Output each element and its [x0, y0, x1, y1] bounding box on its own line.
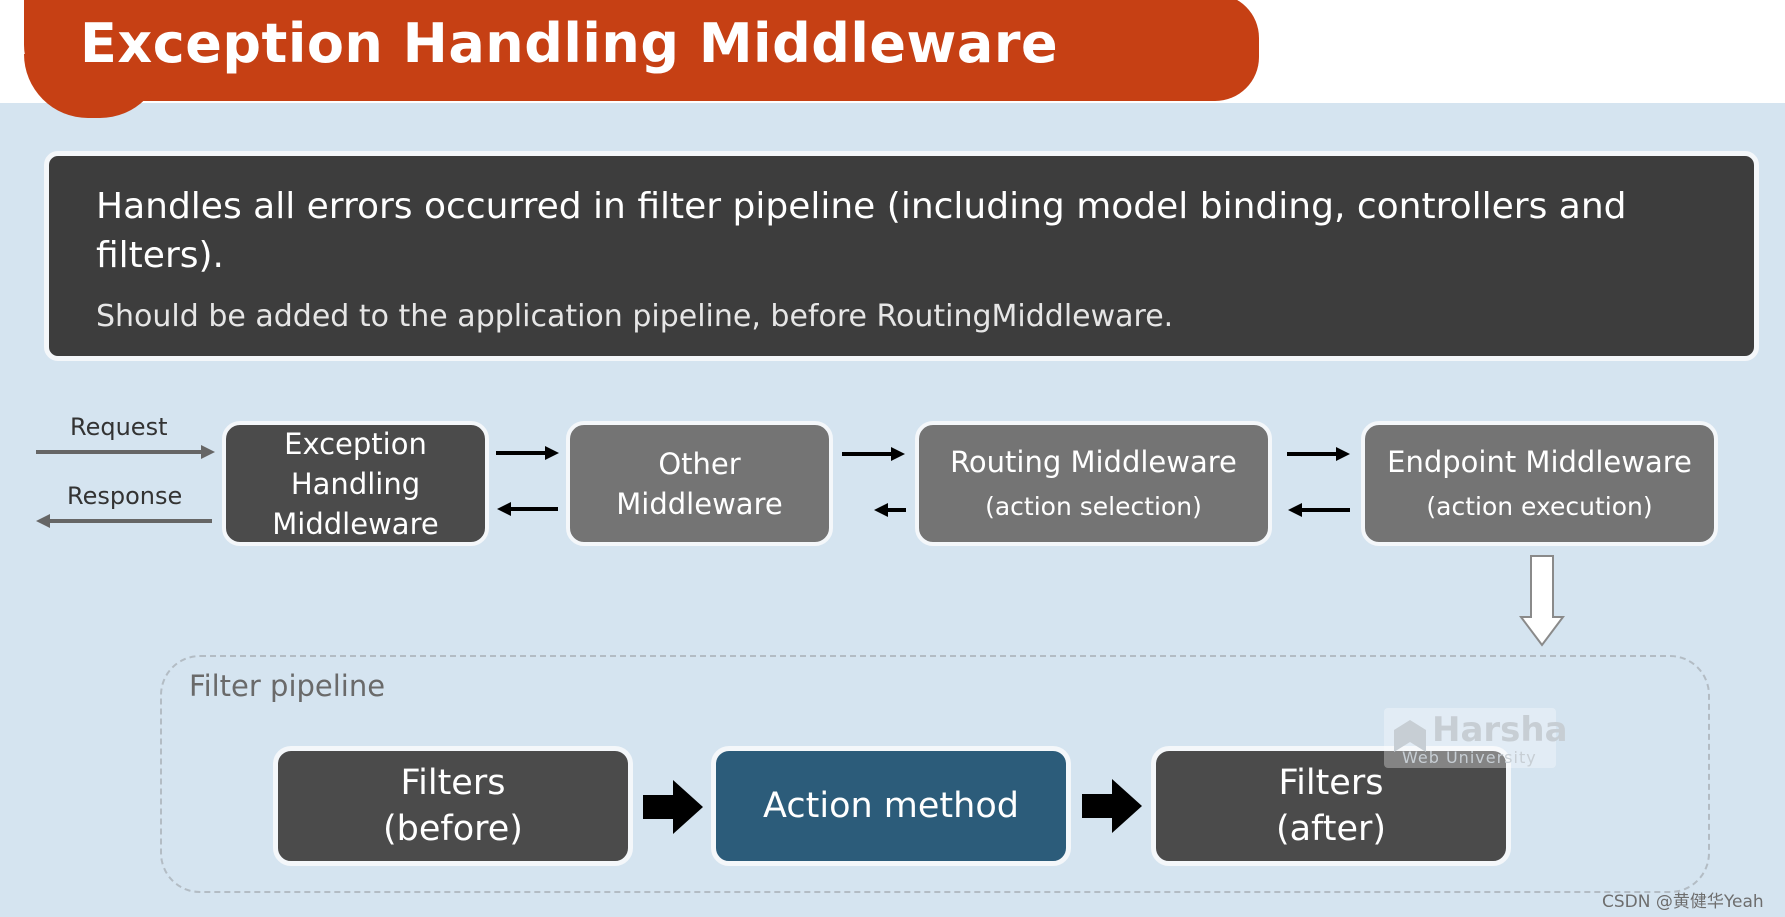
middleware-title: Other Middleware [616, 446, 783, 521]
title-banner [24, 0, 1259, 118]
filters-after-box: Filters (after) [1151, 746, 1511, 866]
response-arrow [36, 514, 212, 528]
request-label: Request [70, 413, 168, 441]
middleware-title: Routing Middleware [950, 444, 1237, 479]
slide-title: Exception Handling Middleware [80, 12, 1059, 75]
response-label: Response [67, 482, 183, 510]
exception-handling-middleware-box: Exception Handling Middleware [222, 421, 489, 546]
watermark-text: Harsha [1432, 710, 1568, 750]
credit-text: CSDN @黄健华Yeah [1602, 892, 1764, 912]
middleware-subtitle: (action selection) [985, 491, 1202, 521]
middleware-title: Exception Handling Middleware [272, 426, 439, 541]
right-block-arrow-icon [643, 780, 703, 834]
filter-pipeline-panel [160, 655, 1710, 893]
right-arrow-icon [496, 446, 559, 460]
info-box: Handles all errors occurred in filter pi… [44, 151, 1759, 361]
right-arrow-icon [842, 447, 905, 461]
watermark-logo-icon [1394, 720, 1426, 752]
watermark-subtext: Web University [1402, 748, 1537, 767]
filters-before-box: Filters (before) [273, 746, 633, 866]
filter-step-label: Action method [763, 786, 1019, 826]
middleware-title: Endpoint Middleware [1387, 444, 1692, 479]
routing-middleware-box: Routing Middleware (action selection) [915, 421, 1272, 546]
left-arrow-icon [874, 503, 906, 517]
down-arrow-icon [1519, 555, 1565, 647]
right-block-arrow-icon [1082, 779, 1142, 833]
action-method-box: Action method [711, 746, 1071, 866]
request-arrow [36, 445, 215, 459]
info-main-text: Handles all errors occurred in filter pi… [96, 186, 1627, 276]
other-middleware-box: Other Middleware [566, 421, 833, 546]
filter-step-label: Filters (before) [383, 763, 523, 849]
info-sub-text: Should be added to the application pipel… [96, 299, 1174, 334]
middleware-subtitle: (action execution) [1426, 491, 1653, 521]
right-arrow-icon [1287, 447, 1350, 461]
endpoint-middleware-box: Endpoint Middleware (action execution) [1361, 421, 1718, 546]
filter-step-label: Filters (after) [1275, 763, 1387, 849]
filter-pipeline-label: Filter pipeline [189, 669, 386, 703]
left-arrow-icon [497, 502, 558, 516]
left-arrow-icon [1288, 503, 1350, 517]
watermark: Harsha Web University [1384, 708, 1568, 768]
